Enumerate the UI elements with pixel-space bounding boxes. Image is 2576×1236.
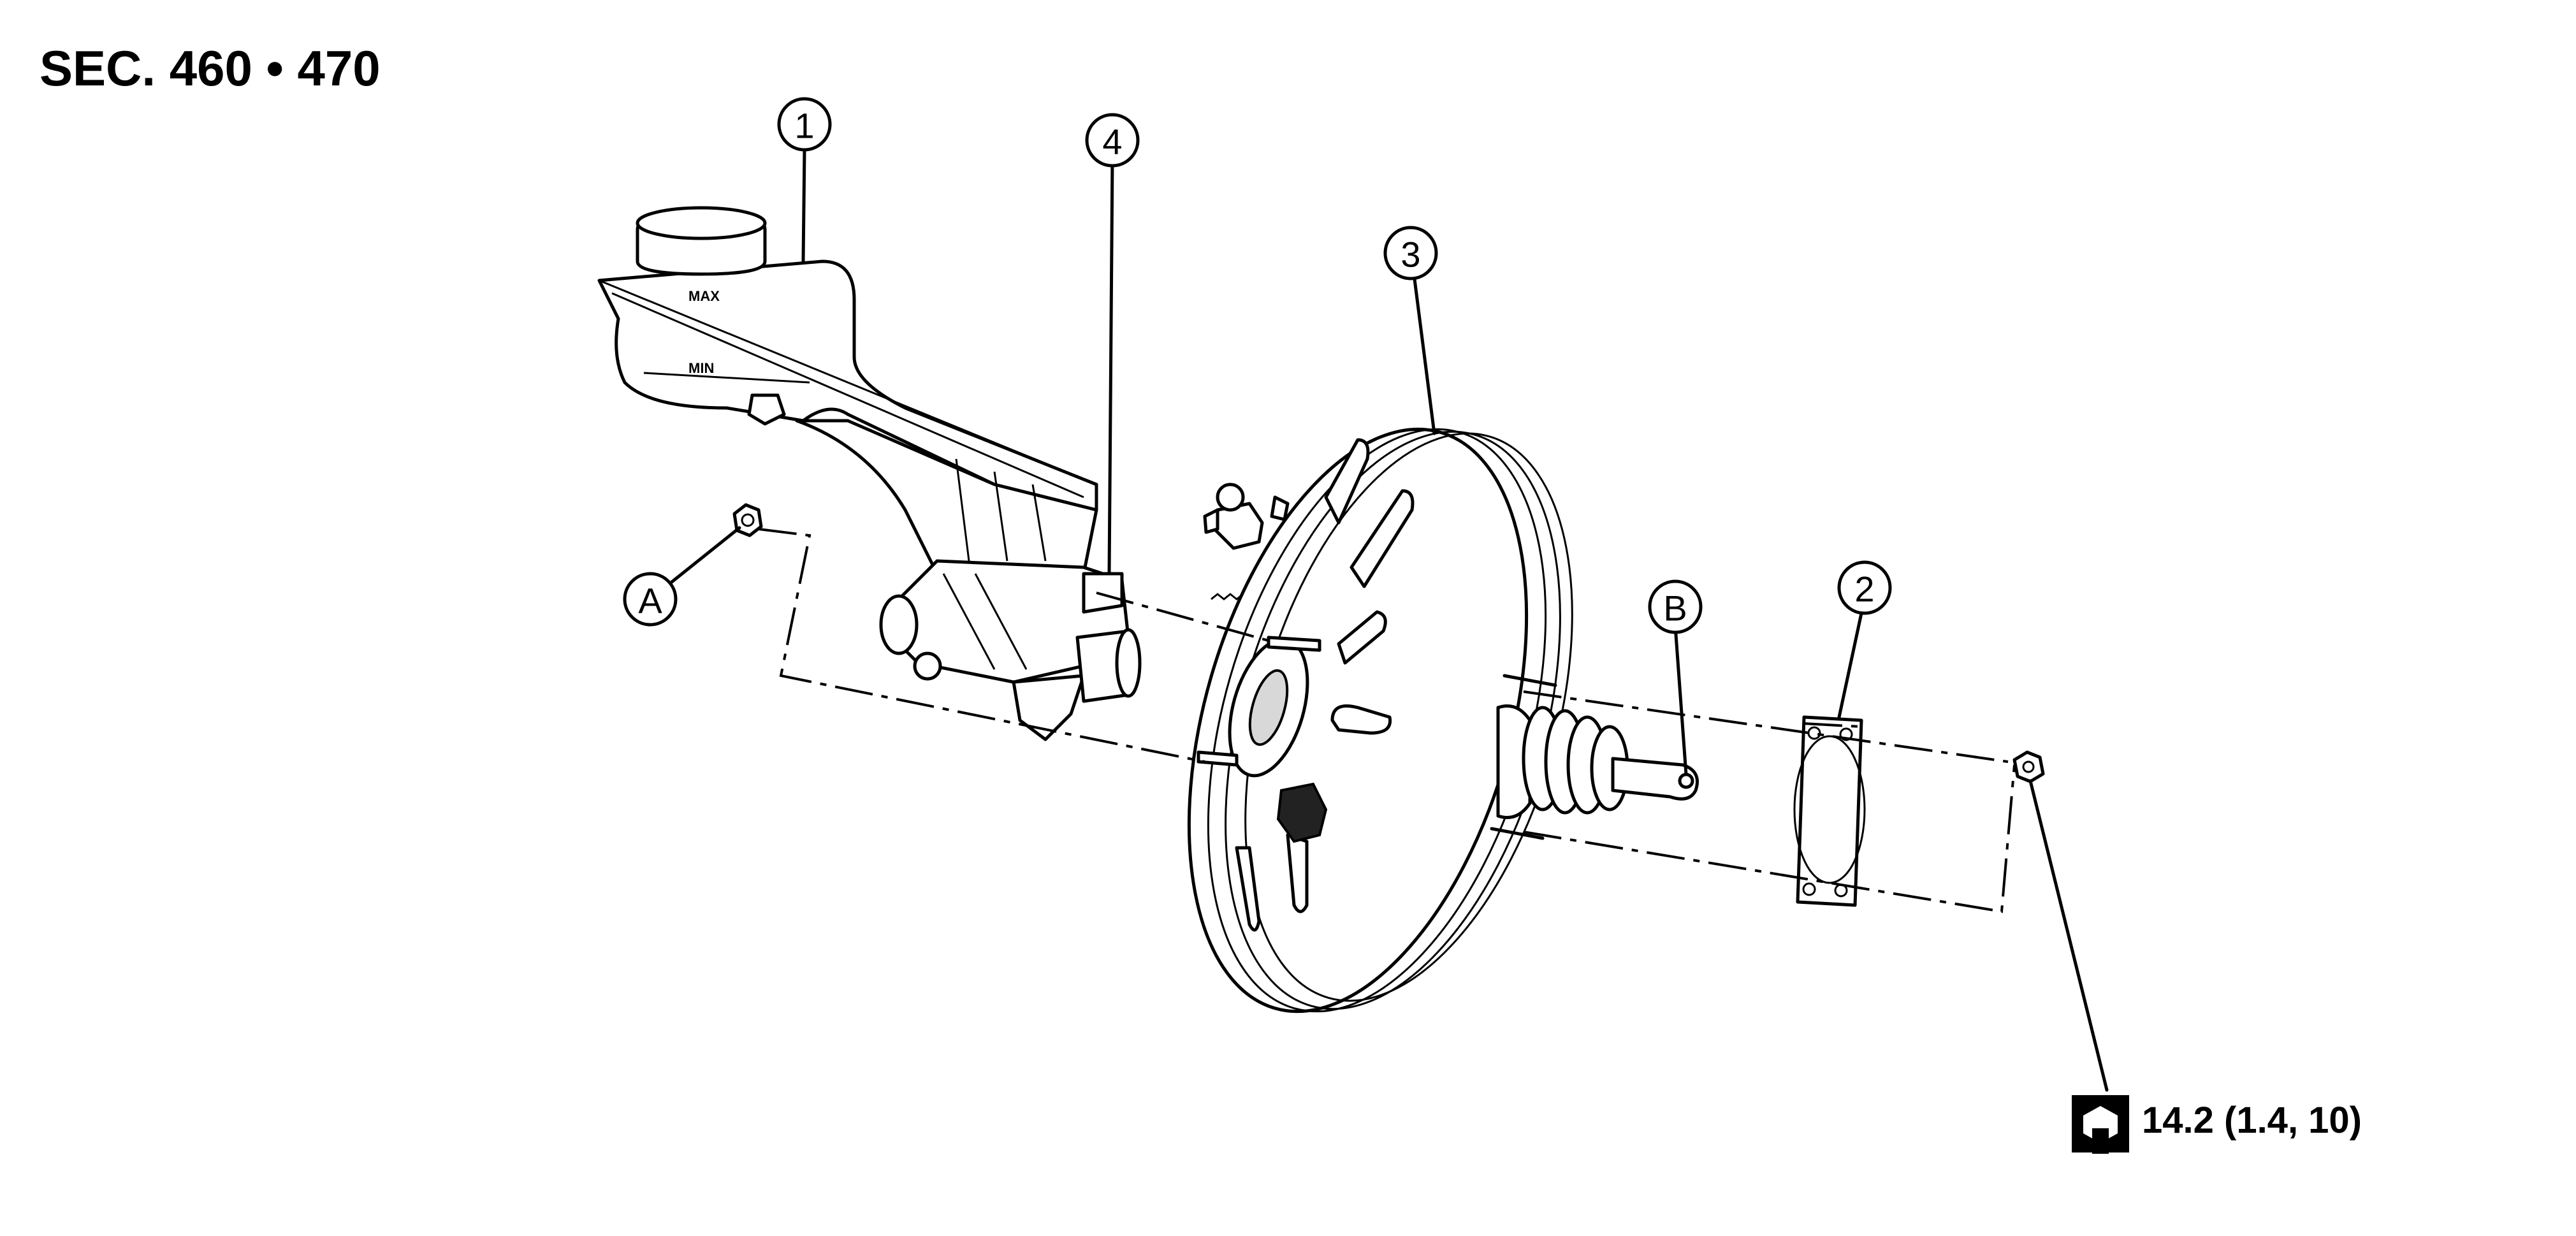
callout-3: 3 <box>1383 226 1438 280</box>
callout-1-label: 1 <box>794 106 814 146</box>
callout-1: 1 <box>777 97 832 152</box>
callout-a: A <box>623 572 678 627</box>
callout-2-label: 2 <box>1854 569 1874 609</box>
callout-b-label: B <box>1663 588 1687 629</box>
brake-booster <box>1187 427 1573 1014</box>
nut-a <box>732 503 763 537</box>
torque-spec: 14.2 (1.4, 10) <box>2142 1100 2362 1141</box>
callout-b: B <box>1648 579 1703 634</box>
alignment-lines <box>758 528 2016 913</box>
booster-pushrod <box>1490 674 1699 840</box>
master-cylinder <box>879 559 1142 741</box>
booster-gasket <box>1793 715 1866 907</box>
min-mark: MIN <box>688 360 714 376</box>
callout-4-label: 4 <box>1102 122 1122 162</box>
brake-fluid-reservoir: MAX MIN <box>597 206 1098 588</box>
leader-lines <box>664 148 2109 1092</box>
max-mark: MAX <box>688 288 720 304</box>
callout-3-label: 3 <box>1401 235 1420 275</box>
callout-a-label: A <box>638 581 662 621</box>
section-title: SEC. 460 • 470 <box>40 40 381 96</box>
torque-wrench-icon <box>2072 1095 2129 1154</box>
booster-nut <box>2012 750 2045 783</box>
callout-2: 2 <box>1837 560 1892 615</box>
callout-4: 4 <box>1085 113 1140 168</box>
